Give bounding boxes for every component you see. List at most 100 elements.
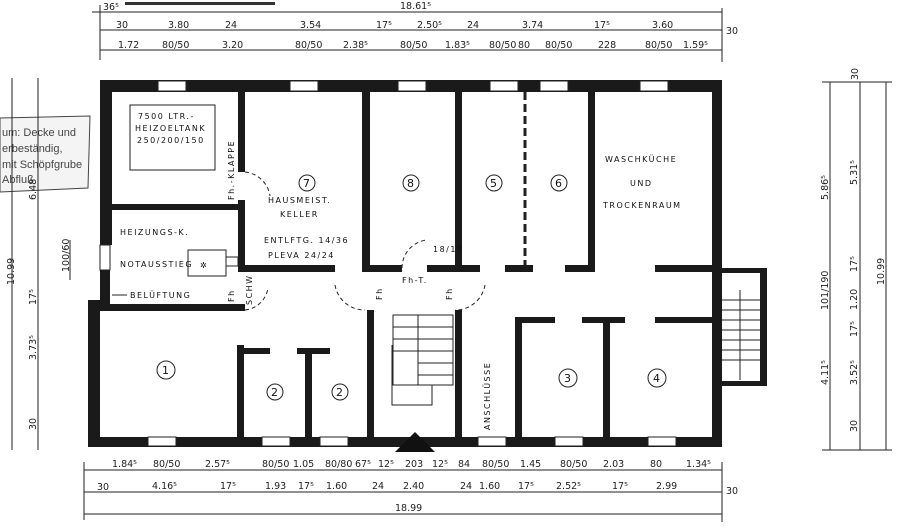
note-line: erbeständig, <box>2 143 63 155</box>
dim-label: 18.99 <box>395 503 422 514</box>
dim-label: 17⁵ <box>298 481 314 492</box>
dim-label: 10.99 <box>876 258 887 285</box>
room-3: 3 <box>558 368 578 388</box>
tank-label: 7500 LTR.- <box>138 112 195 121</box>
dim-label: 12⁵ <box>432 459 448 470</box>
dim-label: 30 <box>849 420 860 432</box>
dim-label: 24 <box>372 481 384 492</box>
dim-label: 3.20 <box>222 40 243 51</box>
dim-label: 80/80 <box>325 459 352 470</box>
note-box: um: Decke und erbeständig, mit Schöpfgru… <box>0 115 91 193</box>
hatch-label: Fh.-KLAPPE <box>227 140 236 200</box>
dim-label: 84 <box>458 459 470 470</box>
fire-door-label: Fh-T. <box>402 276 428 285</box>
dim-label: 1.72 <box>118 40 139 51</box>
room-number: 6 <box>555 177 562 190</box>
doors <box>244 171 486 311</box>
dim-label: 80/50 <box>645 40 672 51</box>
room-1: 1 <box>156 360 176 380</box>
room-number: 2 <box>271 386 278 399</box>
dim-label: 3.80 <box>168 20 189 31</box>
tank-label: HEIZOELTANK <box>135 124 206 133</box>
room-number: 1 <box>162 364 169 377</box>
dim-label: 203 <box>405 459 423 470</box>
dim-label: 1.83⁵ <box>445 40 470 51</box>
left-dimensions: 10.99 6.48 17⁵ 3.73⁵ 30 100/60 <box>6 78 72 450</box>
dim-label: 2.50⁵ <box>417 20 442 31</box>
dim-label: 2.03 <box>603 459 624 470</box>
dim-label: 12⁵ <box>378 459 394 470</box>
dim-label: 80/50 <box>482 459 509 470</box>
note-line: mit Schöpfgrube <box>2 159 82 171</box>
dim-label: 4.16⁵ <box>152 481 177 492</box>
schw-label: SCHW <box>245 274 254 305</box>
dim-label: 1.05 <box>293 459 314 470</box>
room-label: WASCHKÜCHE <box>605 154 677 164</box>
dim-label: 17⁵ <box>220 481 236 492</box>
top-dimensions: 36⁵ 18.61⁵ 30 3.80 24 3.54 17⁵ 2.50⁵ 24 … <box>92 1 738 62</box>
dim-label: 1.60 <box>479 481 500 492</box>
dim-label: 1.93 <box>265 481 286 492</box>
dim-label: 3.60 <box>652 20 673 31</box>
dim-label: 18.61⁵ <box>400 1 431 12</box>
room-8: 8 <box>402 174 420 192</box>
note-line: Abfluß <box>2 174 34 186</box>
room-6: 6 <box>550 174 568 192</box>
dim-label: 80/50 <box>489 40 516 51</box>
dim-label: 30 <box>97 482 109 493</box>
dim-label: 17⁵ <box>849 256 860 272</box>
room-label: UND <box>630 179 653 188</box>
room-laundry: WASCHKÜCHE UND TROCKENRAUM <box>602 154 680 210</box>
dim-label: 30 <box>850 68 861 80</box>
dim-label: 24 <box>225 20 237 31</box>
dim-label: 80/50 <box>295 40 322 51</box>
dim-label: 2.38⁵ <box>343 40 368 51</box>
dim-label: 17⁵ <box>376 20 392 31</box>
dim-label: 5.31⁵ <box>849 160 860 185</box>
dim-label: 1.45 <box>520 459 541 470</box>
ventilation-label: BELÜFTUNG <box>130 290 191 300</box>
dim-label: 3.54 <box>300 20 321 31</box>
dim-label: 1.59⁵ <box>683 40 708 51</box>
dim-label: 80/50 <box>545 40 572 51</box>
note-line: um: Decke und <box>2 127 76 139</box>
entrance-arrow-icon <box>395 432 435 452</box>
vent-label: ENTLFTG. 14/36 <box>264 236 349 245</box>
dim-label: 3.52⁵ <box>849 360 860 385</box>
dim-label: 24 <box>467 20 479 31</box>
dim-label: 80/50 <box>560 459 587 470</box>
connections-label: ANSCHLÜSSE <box>482 362 492 430</box>
dim-label: 2.57⁵ <box>205 459 230 470</box>
dim-label: 67⁵ <box>355 459 371 470</box>
pleva-label: PLEVA 24/24 <box>268 251 335 260</box>
dim-label: 17⁵ <box>28 289 39 305</box>
dim-label: 80 <box>650 459 662 470</box>
room-number: 5 <box>490 177 497 190</box>
dim-label: 6.48 <box>28 179 39 200</box>
emergency-exit-label: NOTAUSSTIEG <box>120 260 193 269</box>
room-4: 4 <box>647 368 667 388</box>
dim-label: 80/50 <box>400 40 427 51</box>
bottom-dimensions: 1.84⁵ 80/50 2.57⁵ 80/50 1.05 80/80 67⁵ 1… <box>83 459 738 522</box>
room-2a: 2 <box>266 383 284 401</box>
door-size-label: 18/18 <box>433 245 464 254</box>
dim-label: 80/50 <box>262 459 289 470</box>
dim-label: 1.20 <box>849 289 860 310</box>
fire-door-label: Fh <box>445 287 454 300</box>
room-7: 7 HAUSMEIST. KELLER <box>268 174 331 219</box>
dim-label: 2.99 <box>656 481 677 492</box>
dim-label: 3.74 <box>522 20 543 31</box>
fire-door-label: Fh <box>375 287 384 300</box>
room-label: HAUSMEIST. <box>268 196 331 205</box>
dim-label: 228 <box>598 40 616 51</box>
dim-label: 17⁵ <box>594 20 610 31</box>
dim-label: 1.34⁵ <box>686 459 711 470</box>
room-number: 4 <box>653 372 660 385</box>
room-number: 8 <box>407 177 414 190</box>
dim-label: 17⁵ <box>849 321 860 337</box>
dim-label: 17⁵ <box>518 481 534 492</box>
boiler-icon: ✲ <box>200 261 208 270</box>
dim-label: 1.60 <box>326 481 347 492</box>
dim-label: 17⁵ <box>612 481 628 492</box>
room-number: 7 <box>303 177 310 190</box>
